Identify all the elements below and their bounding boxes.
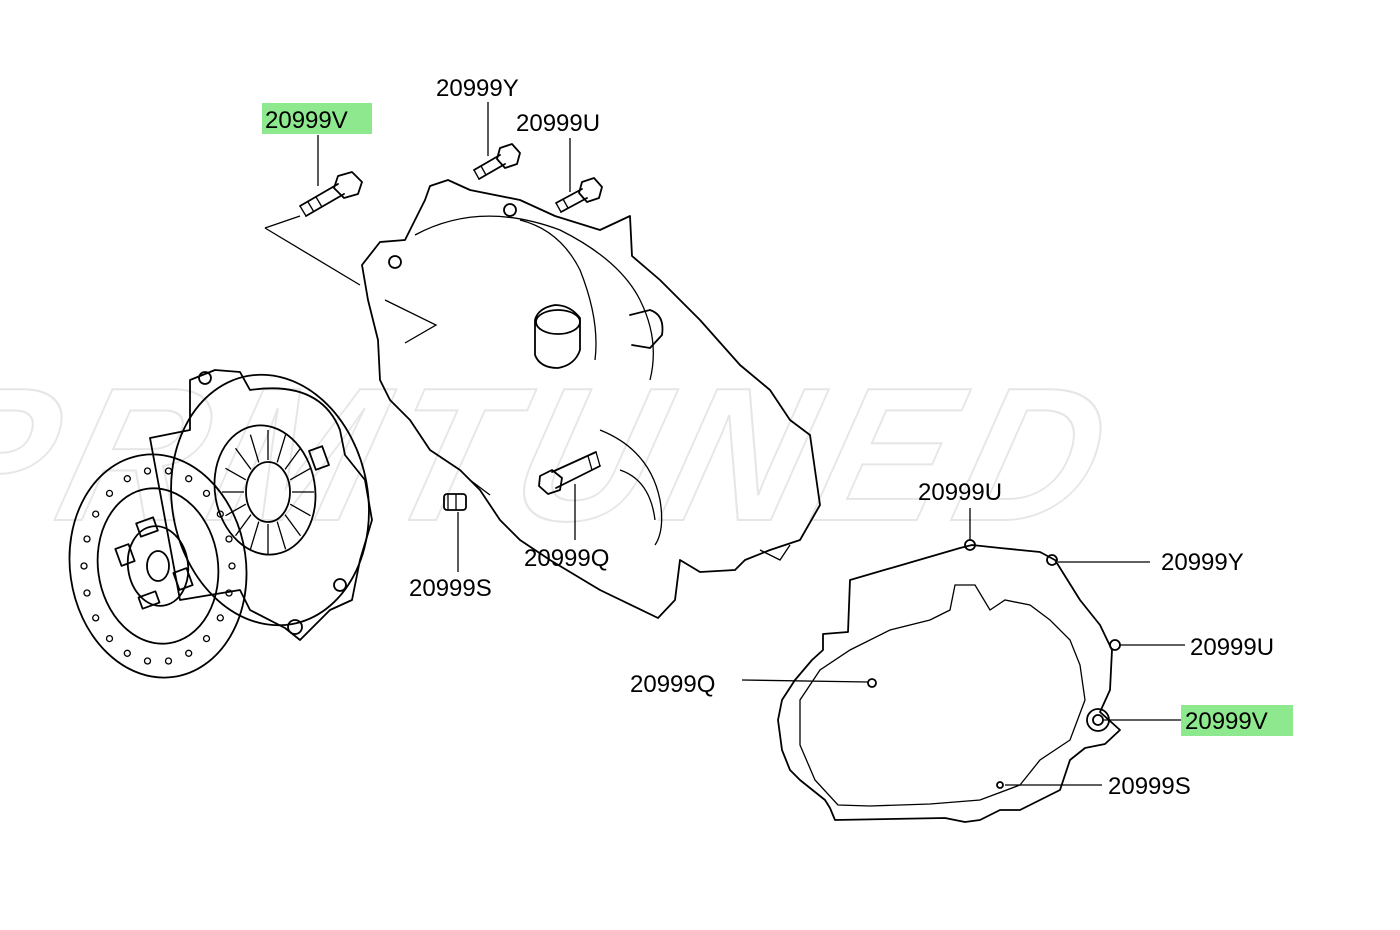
diaphragm-finger [249, 521, 260, 550]
bolt-20999u-top [555, 177, 603, 213]
disc-rivet-hole [164, 657, 173, 665]
disc-rivet-hole [83, 535, 91, 543]
disc-rivet-hole [92, 510, 100, 518]
diaphragm-finger [289, 467, 311, 481]
diaphragm-finger [249, 434, 260, 463]
disc-rivet-hole [105, 634, 114, 643]
label-20999y-top: 20999Y [436, 75, 519, 102]
bolt-20999y-top [473, 143, 521, 180]
diaphragm-finger [225, 467, 247, 481]
clutch-disc [68, 453, 248, 679]
label-20999s-gasket: 20999S [1108, 773, 1191, 800]
disc-rivet-hole [185, 649, 193, 657]
diaphragm-finger [225, 503, 247, 517]
disc-rivet-hole [228, 562, 236, 570]
gasket [777, 539, 1121, 823]
diaphragm-finger [234, 447, 252, 470]
diaphragm-finger [284, 447, 302, 470]
diaphragm-finger [289, 503, 311, 517]
disc-rivet-hole [92, 614, 100, 622]
label-20999u-gasket: 20999U [1190, 634, 1274, 661]
label-20999v-top: 20999V [265, 107, 348, 134]
diaphragm-finger [284, 514, 302, 537]
disc-rivet-hole [105, 489, 114, 498]
disc-rivet-hole [143, 657, 152, 665]
disc-rivet-hole [202, 634, 211, 643]
label-20999u-top: 20999U [516, 110, 600, 137]
disc-rivet-hole [123, 475, 131, 483]
disc-rivet-hole [216, 614, 224, 622]
disc-rivet-hole [185, 475, 193, 483]
label-20999q-mid: 20999Q [524, 545, 609, 572]
label-20999v-gasket: 20999V [1185, 708, 1268, 735]
leader-lines-gasket [741, 508, 1185, 786]
disc-rivet-hole [80, 562, 88, 570]
label-20999y-gasket: 20999Y [1161, 549, 1244, 576]
disc-rivet-hole [202, 489, 211, 498]
highlight-right-v [1181, 705, 1293, 736]
diaphragm-finger [276, 434, 287, 463]
disc-rivet-hole [143, 467, 152, 475]
leader-lines-upper [264, 102, 576, 572]
highlight-top-v [262, 103, 372, 134]
bolt-20999s-mid [443, 493, 467, 511]
disc-rivet-hole [225, 535, 233, 543]
label-20999u-gasket-top: 20999U [918, 479, 1002, 506]
diaphragm-finger [234, 514, 252, 537]
bolt-20999q-mid [538, 451, 601, 495]
pressure-plate [149, 369, 373, 641]
label-20999s-mid: 20999S [409, 575, 492, 602]
disc-rivet-hole [123, 649, 131, 657]
bolt-20999v-top [299, 171, 363, 217]
diaphragm-finger [276, 521, 287, 550]
label-20999q-gasket: 20999Q [630, 671, 715, 698]
disc-rivet-hole [83, 589, 91, 597]
transmission-housing [361, 179, 821, 619]
